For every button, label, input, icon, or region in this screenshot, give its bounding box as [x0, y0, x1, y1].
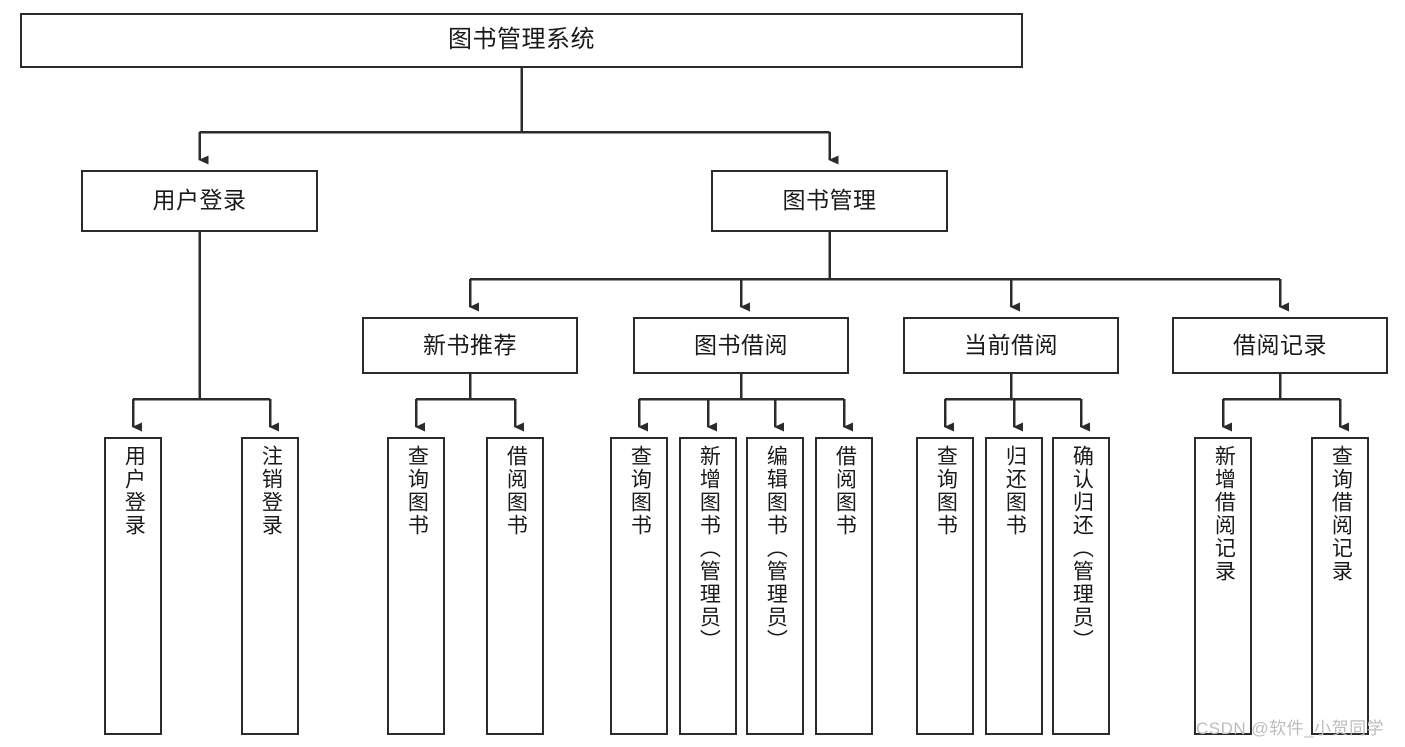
node-leaf-1[interactable]: 用户登录 — [104, 437, 162, 735]
node-current[interactable]: 当前借阅 — [903, 317, 1119, 374]
node-bookmgmt[interactable]: 图书管理 — [711, 170, 948, 232]
node-leaf-10[interactable]: 归还图书 — [985, 437, 1043, 735]
node-label: 新书推荐 — [423, 331, 517, 358]
node-leaf-2[interactable]: 注销登录 — [241, 437, 299, 735]
node-leaf-8[interactable]: 借阅图书 — [815, 437, 873, 735]
node-label: 当前借阅 — [964, 331, 1058, 358]
node-leaf-7[interactable]: 编辑图书（管理员） — [746, 437, 804, 735]
node-label: 归还图书 — [1003, 445, 1027, 537]
node-borrow[interactable]: 图书借阅 — [633, 317, 849, 374]
node-label: 用户登录 — [152, 187, 247, 214]
node-label: 图书管理系统 — [448, 26, 595, 54]
node-label: 查询图书 — [934, 445, 958, 537]
node-label: 新增图书（管理员） — [697, 445, 721, 652]
node-label: 用户登录 — [122, 445, 146, 537]
node-label: 编辑图书（管理员） — [764, 445, 788, 652]
node-root[interactable]: 图书管理系统 — [20, 13, 1023, 68]
node-label: 图书管理 — [782, 187, 877, 214]
node-newbook[interactable]: 新书推荐 — [362, 317, 578, 374]
node-label: 借阅图书 — [504, 445, 528, 537]
node-leaf-12[interactable]: 新增借阅记录 — [1194, 437, 1252, 735]
node-label: 新增借阅记录 — [1212, 445, 1236, 583]
node-leaf-9[interactable]: 查询图书 — [916, 437, 974, 735]
node-label: 借阅图书 — [833, 445, 857, 537]
node-label: 查询借阅记录 — [1329, 445, 1353, 583]
node-records[interactable]: 借阅记录 — [1172, 317, 1388, 374]
node-label: 查询图书 — [628, 445, 652, 537]
node-leaf-5[interactable]: 查询图书 — [610, 437, 668, 735]
node-label: 查询图书 — [405, 445, 429, 537]
node-leaf-3[interactable]: 查询图书 — [387, 437, 445, 735]
node-leaf-11[interactable]: 确认归还（管理员） — [1052, 437, 1110, 735]
node-label: 借阅记录 — [1233, 331, 1327, 358]
node-leaf-6[interactable]: 新增图书（管理员） — [679, 437, 737, 735]
node-label: 图书借阅 — [694, 331, 788, 358]
node-label: 确认归还（管理员） — [1070, 445, 1094, 652]
node-leaf-13[interactable]: 查询借阅记录 — [1311, 437, 1369, 735]
node-login[interactable]: 用户登录 — [81, 170, 318, 232]
csdn-watermark: CSDN @软件_小贺同学 — [1196, 719, 1385, 738]
node-leaf-4[interactable]: 借阅图书 — [486, 437, 544, 735]
node-label: 注销登录 — [259, 445, 283, 537]
